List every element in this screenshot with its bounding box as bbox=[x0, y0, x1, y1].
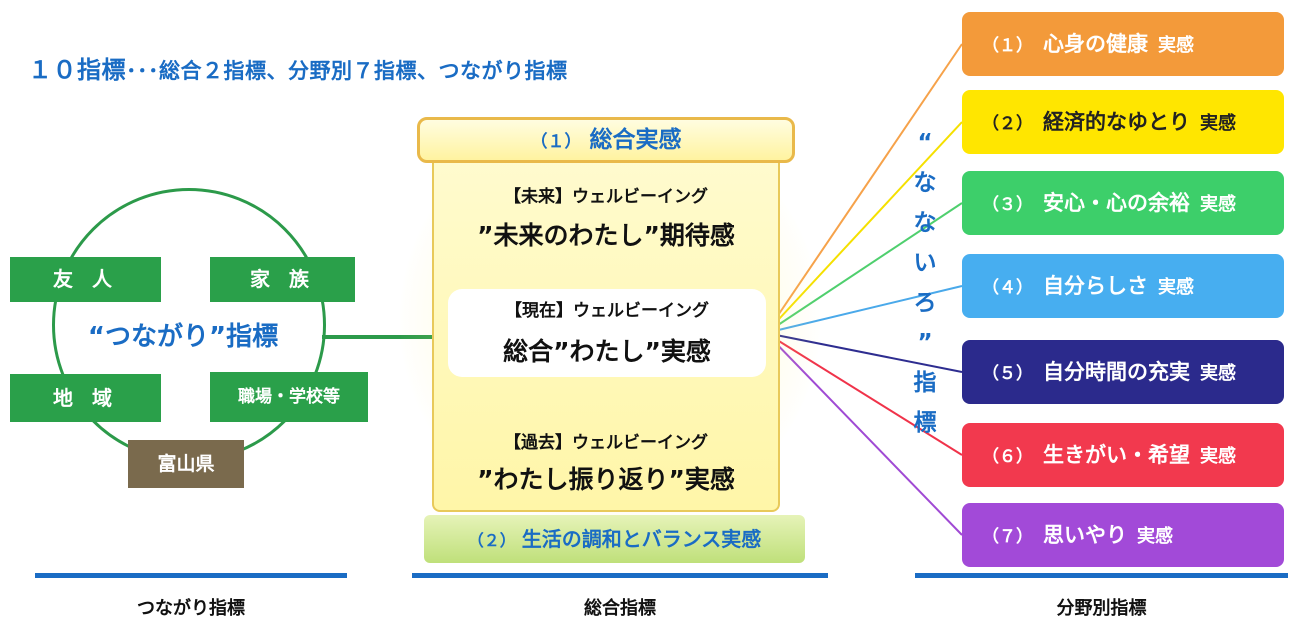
nanairo-char: ” bbox=[917, 330, 933, 356]
life-balance-label: 生活の調和とバランス実感 bbox=[521, 527, 762, 551]
category-suffix: 実感 bbox=[1200, 363, 1236, 384]
fan-line bbox=[765, 332, 963, 373]
future-wellbeing-label: 【未来】ウェルビーイング bbox=[504, 187, 708, 207]
nanairo-char: 指 bbox=[913, 370, 937, 396]
category-suffix: 実感 bbox=[1158, 277, 1194, 298]
workplace-school-box: 職場・学校等 bbox=[210, 372, 368, 422]
category-suffix: 実感 bbox=[1200, 194, 1236, 215]
fan-line bbox=[765, 332, 963, 536]
category-suffix: 実感 bbox=[1137, 526, 1173, 547]
nanairo-char: ろ bbox=[913, 290, 937, 316]
footer-rule-center bbox=[412, 573, 828, 578]
nanairo-char: い bbox=[913, 250, 937, 276]
category-number: （１） bbox=[982, 36, 1033, 56]
overall-sense-number: （１） bbox=[530, 132, 582, 152]
overall-sense-label: 総合実感 bbox=[589, 127, 682, 153]
overall-sense-header: （１） 総合実感 bbox=[417, 117, 795, 163]
category-suffix: 実感 bbox=[1158, 35, 1194, 56]
footer-label-overall: 総合指標 bbox=[584, 598, 656, 619]
fan-line bbox=[765, 332, 963, 456]
family-box: 家 族 bbox=[210, 257, 355, 302]
category-number: （３） bbox=[982, 195, 1033, 215]
connection-indicator-title: “つながり”指標 bbox=[68, 316, 298, 353]
category-label: 思いやり bbox=[1043, 523, 1127, 547]
nanairo-char: 標 bbox=[913, 410, 937, 436]
nanairo-char: な bbox=[913, 210, 937, 236]
footer-label-connection: つながり指標 bbox=[137, 598, 245, 619]
category-label: 自分らしさ bbox=[1043, 274, 1148, 298]
heading-rest: ･･･総合２指標、分野別７指標、つながり指標 bbox=[126, 59, 568, 83]
present-wellbeing-label: 【現在】ウェルビーイング bbox=[505, 301, 709, 321]
toyama-prefecture-box: 富山県 bbox=[128, 440, 244, 488]
category-suffix: 実感 bbox=[1200, 446, 1236, 467]
fan-line bbox=[765, 43, 963, 334]
category-box-selfhood: （４） 自分らしさ実感 bbox=[962, 254, 1284, 318]
category-box-economy: （２） 経済的なゆとり実感 bbox=[962, 90, 1284, 154]
fan-line bbox=[765, 121, 963, 334]
past-wellbeing-main: ”わたし振り返り”実感 bbox=[477, 465, 735, 494]
category-label: 自分時間の充実 bbox=[1043, 360, 1190, 384]
future-wellbeing-main: ”未来のわたし”期待感 bbox=[477, 221, 735, 250]
category-box-own-time: （５） 自分時間の充実実感 bbox=[962, 340, 1284, 404]
life-balance-box: （２） 生活の調和とバランス実感 bbox=[424, 515, 805, 563]
page-heading: １０指標･･･総合２指標、分野別７指標、つながり指標 bbox=[28, 50, 568, 85]
fan-line bbox=[765, 285, 963, 334]
footer-rule-left bbox=[35, 573, 347, 578]
category-box-security: （３） 安心・心の余裕実感 bbox=[962, 171, 1284, 235]
category-label: 心身の健康 bbox=[1043, 32, 1148, 56]
nanairo-indicator-label: “ な な い ろ ” 指 標 bbox=[905, 123, 945, 443]
life-balance-number: （２） bbox=[467, 531, 516, 550]
footer-rule-right bbox=[915, 573, 1288, 578]
category-number: （７） bbox=[982, 527, 1033, 547]
friends-box: 友 人 bbox=[10, 257, 161, 302]
present-wellbeing-box bbox=[448, 289, 766, 377]
category-number: （４） bbox=[982, 278, 1033, 298]
heading-main: １０指標 bbox=[28, 56, 126, 84]
category-label: 生きがい・希望 bbox=[1043, 443, 1190, 467]
category-number: （５） bbox=[982, 364, 1033, 384]
fan-line bbox=[765, 202, 963, 334]
category-box-purpose: （６） 生きがい・希望実感 bbox=[962, 423, 1284, 487]
category-label: 安心・心の余裕 bbox=[1043, 191, 1190, 215]
category-box-compassion: （７） 思いやり実感 bbox=[962, 503, 1284, 567]
footer-label-field: 分野別指標 bbox=[1056, 598, 1147, 619]
category-suffix: 実感 bbox=[1200, 113, 1236, 134]
nanairo-char: な bbox=[913, 170, 937, 196]
past-wellbeing-label: 【過去】ウェルビーイング bbox=[504, 433, 708, 453]
nanairo-char: “ bbox=[917, 130, 933, 156]
present-wellbeing-main: 総合”わたし”実感 bbox=[503, 337, 711, 366]
category-number: （６） bbox=[982, 447, 1033, 467]
category-label: 経済的なゆとり bbox=[1043, 110, 1190, 134]
category-number: （２） bbox=[982, 114, 1033, 134]
category-box-health: （１） 心身の健康実感 bbox=[962, 12, 1284, 76]
community-box: 地 域 bbox=[10, 374, 161, 422]
